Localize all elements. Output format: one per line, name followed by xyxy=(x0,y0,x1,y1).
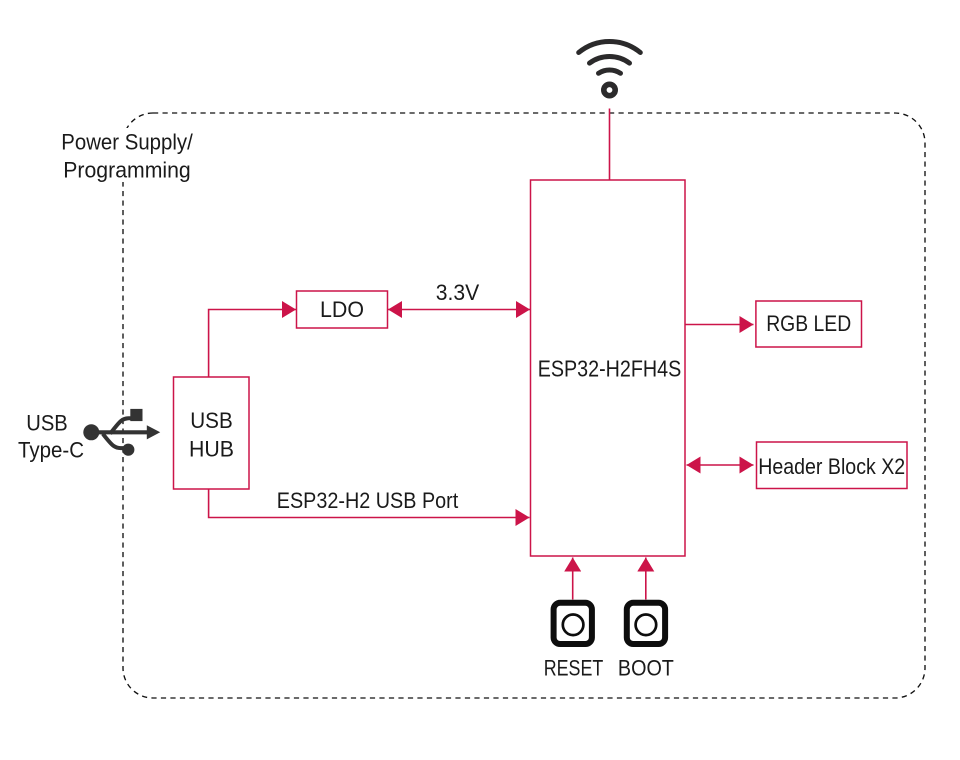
svg-text:USB: USB xyxy=(190,408,233,433)
svg-text:3.3V: 3.3V xyxy=(436,280,480,305)
svg-text:Type-C: Type-C xyxy=(18,437,84,462)
svg-text:RESET: RESET xyxy=(544,655,604,680)
svg-text:Programming: Programming xyxy=(63,158,191,183)
svg-text:BOOT: BOOT xyxy=(618,655,674,680)
svg-text:ESP32-H2 USB Port: ESP32-H2 USB Port xyxy=(277,488,459,513)
svg-text:Header Block X2: Header Block X2 xyxy=(758,454,905,479)
svg-text:HUB: HUB xyxy=(189,437,234,462)
svg-text:LDO: LDO xyxy=(320,297,364,322)
svg-text:RGB LED: RGB LED xyxy=(766,311,851,336)
svg-text:USB: USB xyxy=(26,410,68,435)
svg-text:ESP32-H2FH4S: ESP32-H2FH4S xyxy=(538,356,682,382)
svg-text:Power Supply/: Power Supply/ xyxy=(61,129,193,154)
